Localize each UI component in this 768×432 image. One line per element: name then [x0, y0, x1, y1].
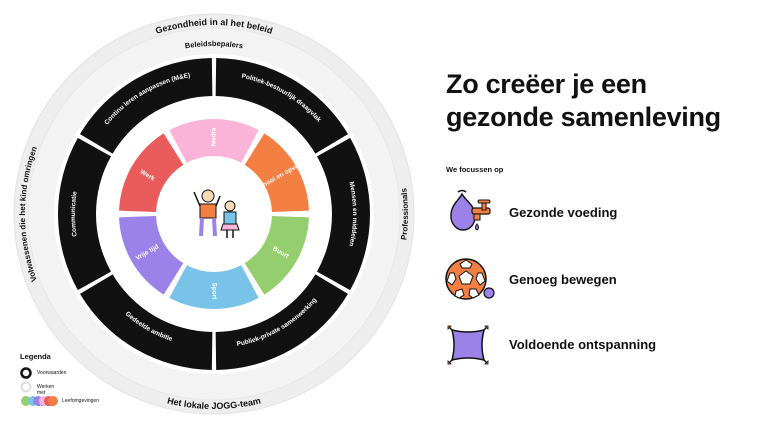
legend-item-environments: Leefomgevingen: [20, 395, 99, 409]
pillow-icon: [447, 325, 489, 365]
legend-heading: Legenda: [20, 352, 51, 361]
focus-item-exercise: Genoeg bewegen: [442, 255, 762, 305]
colored-dots-icon: [21, 396, 58, 406]
environment-segment: [169, 119, 259, 163]
pear-tap-icon: [450, 189, 491, 231]
legend: Legenda Voorwaarden Werken met een werkn…: [20, 352, 99, 409]
focus-item-relaxation: Voldoende ontspanning: [442, 320, 762, 370]
environment-segment: [169, 265, 259, 309]
condition-segment: [215, 58, 348, 154]
environment-segment: [244, 216, 309, 295]
environment-segment: [244, 133, 309, 212]
focus-item-nutrition: Gezonde voeding: [442, 188, 762, 238]
middle-label-top: Beleidsbepalers: [184, 39, 244, 50]
legend-label-environments: Leefomgevingen: [62, 398, 99, 404]
condition-segment: [80, 274, 213, 370]
focus-heading: We focussen op: [446, 165, 504, 174]
legend-item-conditions: Voorwaarden: [20, 367, 66, 381]
legend-item-network: Werken met een werknet: [20, 381, 55, 408]
condition-label: Mensen en middelen: [347, 181, 358, 247]
black-ring-icon: [20, 367, 32, 379]
condition-segment: [58, 137, 111, 291]
children-illustration: [193, 189, 240, 238]
environment-segment: [119, 133, 184, 212]
condition-segment: [215, 274, 348, 370]
legend-label-conditions: Voorwaarden: [37, 370, 67, 376]
grey-ring-icon: [20, 381, 32, 393]
condition-segment: [80, 58, 213, 154]
page-title: Zo creëer je een gezonde samenleving: [446, 69, 721, 132]
ball-icon: [445, 258, 495, 300]
condition-segment: [317, 137, 370, 291]
environment-label: Sport: [210, 283, 217, 301]
focus-label-exercise: Genoeg bewegen: [509, 272, 617, 287]
focus-label-nutrition: Gezonde voeding: [509, 205, 618, 220]
focus-label-relaxation: Voldoende ontspanning: [509, 337, 657, 352]
environment-label: Media: [211, 127, 218, 146]
condition-label: Communicatie: [70, 191, 79, 238]
outer-label-right: Professionals: [399, 187, 410, 240]
environment-segment: [119, 216, 184, 295]
